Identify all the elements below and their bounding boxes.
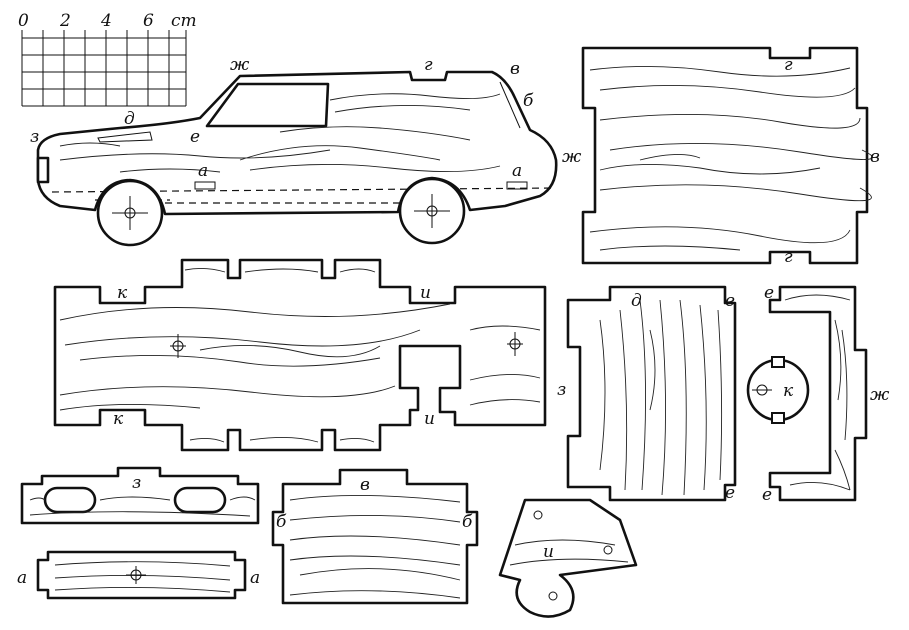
rear-panel: в б б [271,468,479,605]
scale-tick-2: 2 [59,11,71,31]
hood-panel: д е е з [557,285,737,503]
label-g-roof-top: г [784,55,793,75]
axle-piece: а а [17,550,260,600]
label-g-roof-bottom: г [784,247,793,267]
label-k-bottom: к [113,409,124,429]
label-b-rear: б [523,91,534,111]
label-z-hood: з [557,380,566,400]
label-z-bumper: з [132,473,141,493]
label-b-rear-panel-left: б [276,512,287,532]
side-bracket: е е ж [762,283,890,505]
label-i-bottom: и [424,409,435,429]
label-d-hood: д [124,109,135,129]
scale-tick-4: 4 [100,11,112,31]
scale-tick-0: 0 [18,11,29,31]
label-i-fin: и [543,542,554,562]
slot-a-front [194,181,216,190]
front-bumper [36,156,50,184]
label-e-hood-bottom: е [725,483,735,503]
label-d-hood-panel: д [631,291,642,311]
label-k-disc: к [783,381,794,401]
label-e-hood-top: е [725,291,735,311]
bumper-slot-left [43,486,97,514]
label-i-top: и [420,283,431,303]
bumper-slot-right [173,486,227,514]
label-zh-rear: ж [562,147,582,167]
scale-unit: cm [171,11,197,31]
car-window [205,82,330,128]
scale-tick-6: 6 [143,11,154,31]
label-zh-roof: ж [230,55,250,75]
label-e-bracket-bottom: е [762,485,772,505]
label-a-axle-right: а [250,568,260,588]
label-a-front: а [198,161,208,181]
scale-grid: 0 2 4 6 cm [18,11,197,107]
fin-piece: и [498,498,638,618]
slot-a-rear [506,181,528,190]
label-g-roof: г [424,55,433,75]
label-v-rear-panel: в [360,475,370,495]
label-a-rear: а [512,161,522,181]
roof-piece: г г в [581,46,880,267]
label-e-pillar: е [190,127,200,147]
wheel-disc: к [746,356,810,424]
label-z-front: з [30,127,39,147]
car-side-view: ж г в б д з е а а ж [30,55,582,247]
label-zh-bracket: ж [870,385,890,405]
label-b-rear-panel-right: б [462,512,473,532]
label-e-bracket-top: е [764,283,774,303]
bumper-piece: з [20,466,260,525]
label-k-top: к [117,283,128,303]
label-v-roof: в [870,147,880,167]
base-piece: к и к и [53,258,547,452]
hood-scoop [97,131,153,143]
label-a-axle-left: а [17,568,27,588]
label-v-rear: в [510,59,520,79]
